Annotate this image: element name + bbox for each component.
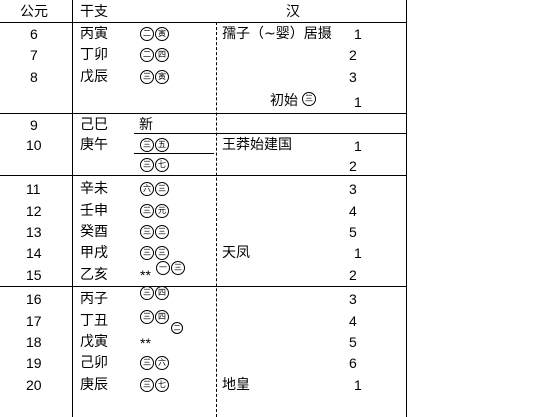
ganzhi: 辛未 [80, 181, 108, 197]
ganzhi: 丁丑 [80, 313, 108, 329]
ganzhi: 戊辰 [80, 69, 108, 85]
ganzhi: 己巳 [80, 117, 108, 133]
year: 8 [30, 69, 38, 85]
ganzhi: 己卯 [80, 355, 108, 371]
year: 12 [26, 203, 42, 219]
dynasty-xin: 新 [139, 117, 153, 133]
ganzhi: 庚辰 [80, 377, 108, 393]
circled-numeral-icon: 寅 [155, 70, 169, 84]
rule-reign-xin [134, 133, 407, 134]
header-dynasty: 汉 [286, 4, 300, 20]
year: 10 [26, 137, 42, 153]
reign-year: 2 [349, 47, 357, 63]
circled-numeral-icon: 三 [140, 378, 154, 392]
ganzhi: 甲戌 [80, 245, 108, 261]
year: 14 [26, 245, 42, 261]
col-divider-1 [72, 0, 73, 417]
col-divider-dashed [216, 22, 217, 417]
circled-numeral-icon: 七 [155, 158, 169, 172]
header-ad: 公元 [20, 4, 48, 20]
year: 15 [26, 267, 42, 283]
circled-numeral-icon: 三 [155, 246, 169, 260]
year: 9 [30, 117, 38, 133]
rule-sub-10 [134, 153, 214, 154]
circled-numeral-icon: 三 [140, 158, 154, 172]
reign-year: 2 [349, 267, 357, 283]
circled-numeral-icon: 六 [155, 356, 169, 370]
circled-numeral-icon: 六 [140, 182, 154, 196]
header-ganzhi: 干支 [80, 4, 108, 20]
reign-year: 1 [354, 138, 362, 154]
circled-numeral-icon: 寅 [155, 27, 169, 41]
circled-numeral-icon: 四 [155, 48, 169, 62]
circled-numeral-icon: 三 [140, 70, 154, 84]
year: 19 [26, 355, 42, 371]
circled-numeral-icon: 三 [140, 246, 154, 260]
reign-year: 5 [349, 224, 357, 240]
ganzhi: 戊寅 [80, 334, 108, 350]
asterisk-mark: ** [140, 267, 151, 283]
circled-numeral-icon: 三 [140, 138, 154, 152]
rule-group-1 [0, 113, 407, 114]
rule-group-2 [0, 175, 407, 176]
circled-numeral-icon: 元 [155, 204, 169, 218]
circled-numeral-icon: 二 [140, 48, 154, 62]
ganzhi: 乙亥 [80, 267, 108, 283]
ganzhi: 癸酉 [80, 224, 108, 240]
reign-note: 天凤 [222, 245, 250, 261]
circled-numeral-icon: 三 [140, 225, 154, 239]
table-right-border [406, 0, 407, 417]
year: 6 [30, 26, 38, 42]
ganzhi: 庚午 [80, 137, 108, 153]
rule-header [0, 22, 407, 23]
reign-year: 4 [349, 313, 357, 329]
reign-year: 3 [349, 291, 357, 307]
circled-numeral-icon: 三 [155, 225, 169, 239]
circled-numeral-icon: 一 [156, 261, 170, 275]
ganzhi: 丙寅 [80, 26, 108, 42]
reign-year: 6 [349, 355, 357, 371]
reign-year: 3 [349, 181, 357, 197]
reign-note: 王莽始建国 [222, 137, 292, 153]
reign-year: 4 [349, 203, 357, 219]
rule-group-3 [0, 286, 407, 287]
circled-numeral-icon: 三 [140, 204, 154, 218]
circled-numeral-icon: 三 [171, 261, 185, 275]
reign-year: 2 [349, 158, 357, 174]
reign-note: 初始 [270, 93, 298, 109]
reign-note: 孺子（~婴）居摄 [222, 26, 332, 42]
year: 17 [26, 313, 42, 329]
year: 20 [26, 377, 42, 393]
circled-numeral-icon: 七 [155, 378, 169, 392]
ganzhi: 丙子 [80, 291, 108, 307]
reign-year: 1 [354, 26, 362, 42]
year: 13 [26, 224, 42, 240]
reign-year: 1 [354, 94, 362, 110]
year: 18 [26, 334, 42, 350]
ganzhi: 壬申 [80, 203, 108, 219]
ganzhi: 丁卯 [80, 47, 108, 63]
reign-year: 5 [349, 334, 357, 350]
circled-numeral-icon: 二 [140, 27, 154, 41]
circled-numeral-icon: 三 [155, 182, 169, 196]
circled-numeral-icon: 三 [302, 92, 316, 106]
circled-numeral-icon: 五 [155, 138, 169, 152]
year: 16 [26, 291, 42, 307]
circled-numeral-icon: 三 [140, 356, 154, 370]
year: 7 [30, 47, 38, 63]
year: 11 [26, 181, 41, 197]
circled-numeral-icon: 三 [140, 286, 154, 300]
reign-year: 1 [354, 245, 362, 261]
circled-numeral-icon: 二 [171, 322, 183, 334]
circled-numeral-icon: 四 [155, 286, 169, 300]
circled-numeral-icon: 三 [140, 310, 154, 324]
reign-note: 地皇 [222, 377, 250, 393]
reign-year: 3 [349, 69, 357, 85]
asterisk-mark: ** [140, 335, 151, 351]
circled-numeral-icon: 四 [155, 310, 169, 324]
reign-year: 1 [354, 377, 362, 393]
